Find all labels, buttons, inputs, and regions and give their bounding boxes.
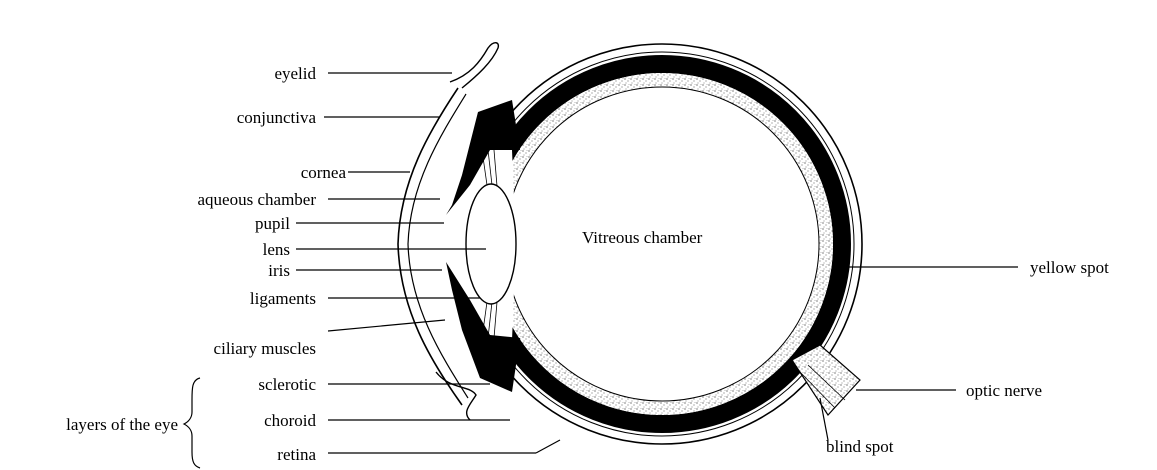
label-ciliary-muscles: ciliary muscles	[214, 339, 316, 358]
label-ligaments: ligaments	[250, 289, 316, 308]
label-vitreous-chamber: Vitreous chamber	[582, 228, 703, 247]
layers-brace	[184, 378, 200, 468]
label-optic-nerve: optic nerve	[966, 381, 1042, 400]
label-lens: lens	[263, 240, 290, 259]
lens-shape	[466, 184, 516, 304]
eyelid-shape	[450, 43, 498, 88]
label-cornea: cornea	[301, 163, 347, 182]
label-iris: iris	[268, 261, 290, 280]
label-choroid: choroid	[264, 411, 316, 430]
label-sclerotic: sclerotic	[258, 375, 316, 394]
label-conjunctiva: conjunctiva	[237, 108, 317, 127]
label-yellow-spot: yellow spot	[1030, 258, 1109, 277]
label-layers-of-the-eye: layers of the eye	[66, 415, 178, 434]
label-pupil: pupil	[255, 214, 290, 233]
optic-nerve-shape	[792, 345, 860, 415]
leader-lines	[296, 73, 1018, 453]
label-eyelid: eyelid	[274, 64, 316, 83]
label-blind-spot: blind spot	[826, 437, 894, 456]
label-retina: retina	[277, 445, 316, 464]
label-aqueous-chamber: aqueous chamber	[198, 190, 317, 209]
